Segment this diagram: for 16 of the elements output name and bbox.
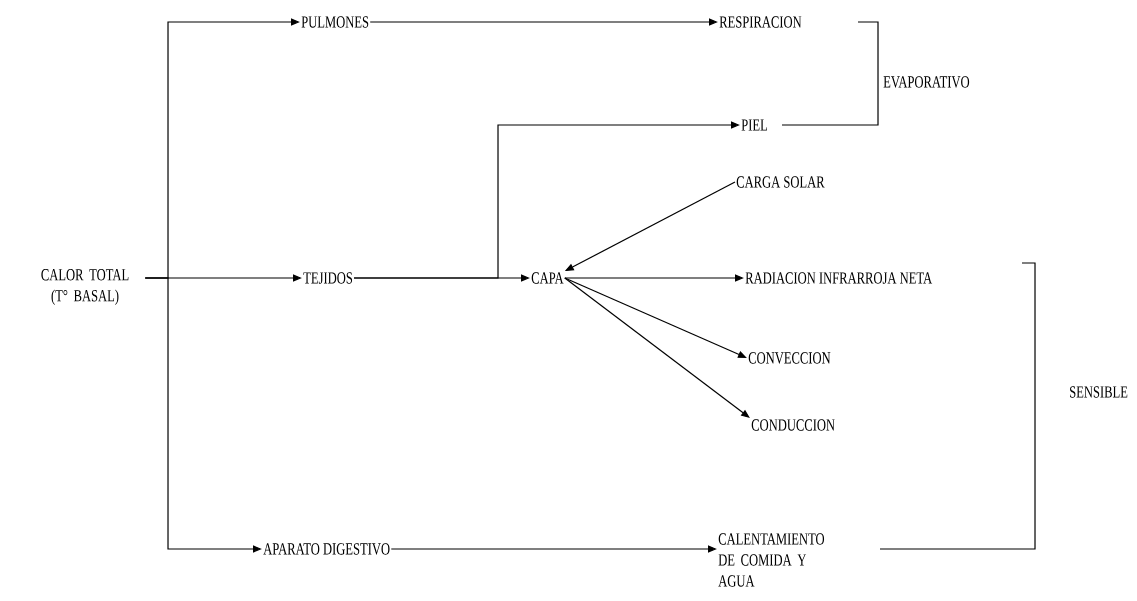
group-label: SENSIBLE: [1070, 386, 1128, 398]
node-label: TEJIDOS: [303, 272, 353, 284]
node-label: CONDUCCION: [751, 419, 835, 431]
node-label: CAPA: [531, 272, 564, 284]
arrow: [564, 277, 747, 358]
node-label: PIEL: [741, 119, 767, 131]
node-label: APARATO DIGESTIVO: [263, 543, 390, 555]
node-label: CARGA SOLAR: [736, 176, 825, 188]
node-label: RADIACION INFRARROJA NETA: [745, 272, 933, 284]
group-label: EVAPORATIVO: [883, 76, 970, 88]
node-label: CONVECCION: [748, 352, 831, 364]
node-label: CALENTAMIENTO DE COMIDA Y AGUA: [718, 533, 825, 587]
arrow: [564, 277, 750, 418]
node-label: PULMONES: [301, 16, 369, 28]
node-label: CALOR TOTAL (T° BASAL): [41, 269, 129, 305]
node-label: RESPIRACION: [719, 16, 802, 28]
